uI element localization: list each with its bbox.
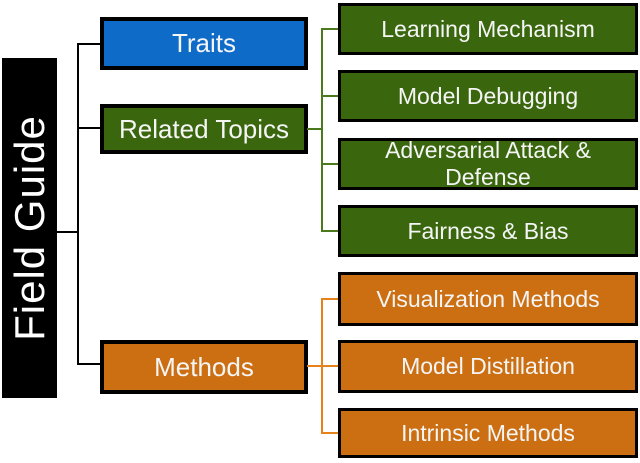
node-related-topics: Related Topics xyxy=(100,104,308,154)
node-traits: Traits xyxy=(100,17,308,70)
node-related-topics-label: Related Topics xyxy=(118,113,290,144)
connector-green-trunk xyxy=(321,28,323,232)
node-traits-label: Traits xyxy=(171,28,237,58)
node-model-distillation-label: Model Distillation xyxy=(401,353,575,379)
connector-branch-fairness xyxy=(323,230,338,232)
connector-branch-intrinsic xyxy=(323,432,338,434)
node-model-distillation: Model Distillation xyxy=(338,340,638,393)
node-model-debugging: Model Debugging xyxy=(338,70,638,122)
connector-root-stub xyxy=(57,231,77,233)
node-methods-label: Methods xyxy=(154,351,254,382)
root-node-label: Field Guide xyxy=(5,115,53,341)
connector-left-trunk xyxy=(77,43,79,365)
connector-related-feeder xyxy=(307,128,323,130)
node-learning-mechanism-label: Learning Mechanism xyxy=(381,15,595,42)
node-intrinsic-methods: Intrinsic Methods xyxy=(338,408,638,458)
node-adversarial-attack-defense: Adversarial Attack & Defense xyxy=(338,137,638,190)
connector-branch-methods xyxy=(79,363,100,365)
node-fairness-bias-label: Fairness & Bias xyxy=(407,217,569,244)
node-visualization-methods-label: Visualization Methods xyxy=(376,285,600,312)
connector-branch-learning-mechanism xyxy=(323,28,338,30)
node-learning-mechanism: Learning Mechanism xyxy=(338,3,638,55)
node-methods: Methods xyxy=(100,340,308,394)
connector-branch-traits xyxy=(79,43,100,45)
node-visualization-methods: Visualization Methods xyxy=(338,272,638,326)
connector-branch-related-topics xyxy=(79,127,100,129)
node-model-debugging-label: Model Debugging xyxy=(397,82,579,109)
connector-orange-trunk xyxy=(321,298,323,434)
root-node-field-guide: Field Guide xyxy=(2,58,57,398)
node-intrinsic-methods-label: Intrinsic Methods xyxy=(401,419,575,446)
connector-branch-visualization xyxy=(323,298,338,300)
connector-branch-adversarial xyxy=(323,163,338,165)
node-fairness-bias: Fairness & Bias xyxy=(338,205,638,257)
node-adversarial-attack-defense-label: Adversarial Attack & Defense xyxy=(385,137,591,190)
connector-branch-model-debugging xyxy=(323,95,338,97)
